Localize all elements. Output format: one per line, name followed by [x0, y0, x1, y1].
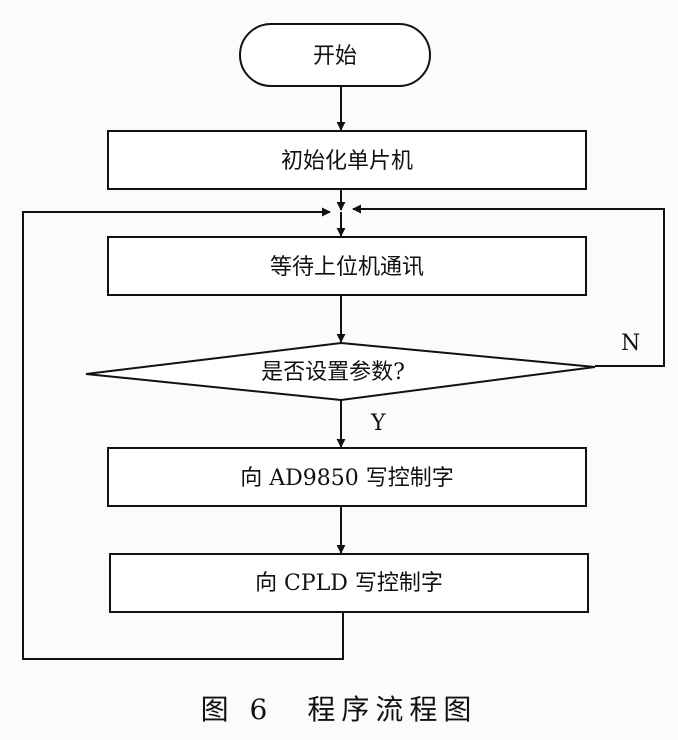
write-cpld-box [109, 553, 589, 613]
write-cpld-label: 向 CPLD 写控制字 [255, 571, 443, 596]
wait-label: 等待上位机通讯 [270, 255, 424, 280]
figure-number: 图 6 [200, 693, 274, 726]
loop-back-line-left [22, 207, 344, 660]
write-ad9850-box [107, 447, 587, 507]
figure-title: 程序流程图 [307, 693, 478, 726]
init-box [107, 130, 587, 190]
no-branch-line [352, 204, 665, 367]
yes-branch-label: Y [370, 411, 386, 436]
start-label: 开始 [313, 44, 357, 69]
no-branch-label: N [621, 331, 640, 356]
start-terminator [239, 23, 431, 87]
figure-caption: 图 6 程序流程图 [0, 688, 678, 728]
decision-label: 是否设置参数? [261, 360, 405, 385]
wait-box [107, 236, 587, 296]
write-ad9850-label: 向 AD9850 写控制字 [240, 466, 454, 491]
init-label: 初始化单片机 [281, 149, 413, 174]
